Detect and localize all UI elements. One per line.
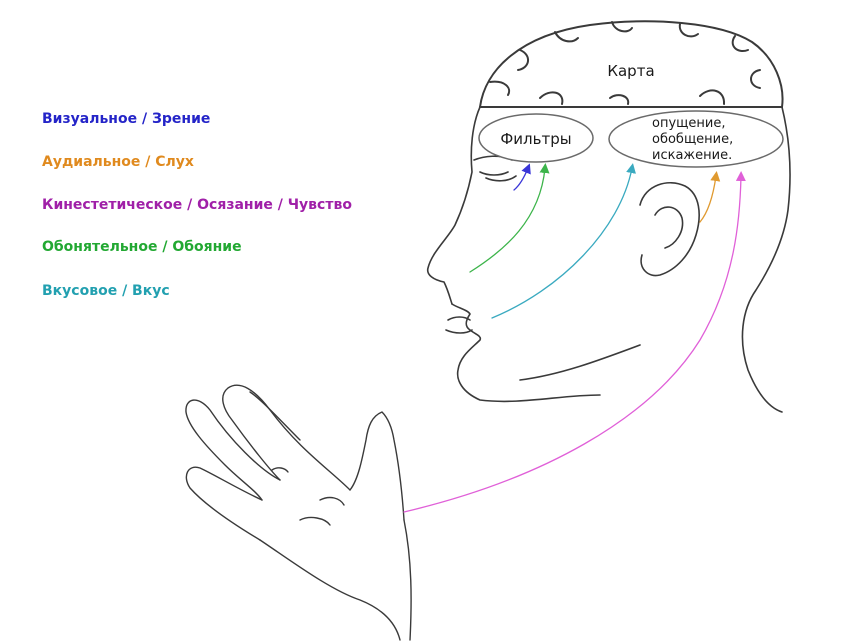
- legend-gustatory: Вкусовое / Вкус: [42, 283, 170, 299]
- map-label: Карта: [607, 62, 654, 80]
- legend-olfactory: Обонятельное / Обояние: [42, 239, 242, 255]
- hand: [185, 384, 412, 641]
- filters-bubble: Фильтры: [478, 113, 594, 163]
- olfactory-arrow: [469, 163, 550, 273]
- head-outline: [426, 106, 791, 413]
- process-line-1: опущение,: [652, 116, 725, 131]
- sensory-arrows: [403, 163, 746, 513]
- filters-label: Фильтры: [500, 130, 571, 148]
- kinesthetic-arrow: [403, 171, 746, 513]
- legend-audial: Аудиальное / Слух: [42, 154, 194, 170]
- ear: [639, 181, 700, 277]
- process-line-2: обобщение,: [652, 132, 733, 147]
- visual-arrow: [513, 163, 531, 191]
- brain-map: [478, 20, 784, 108]
- audial-arrow: [699, 171, 721, 223]
- processes-bubble: опущение, обобщение, искажение.: [608, 110, 784, 168]
- legend-visual: Визуальное / Зрение: [42, 111, 211, 127]
- legend-kinesthetic: Кинестетическое / Осязание / Чувство: [42, 197, 352, 213]
- process-line-3: искажение.: [652, 148, 732, 163]
- gustatory-arrow: [491, 163, 636, 319]
